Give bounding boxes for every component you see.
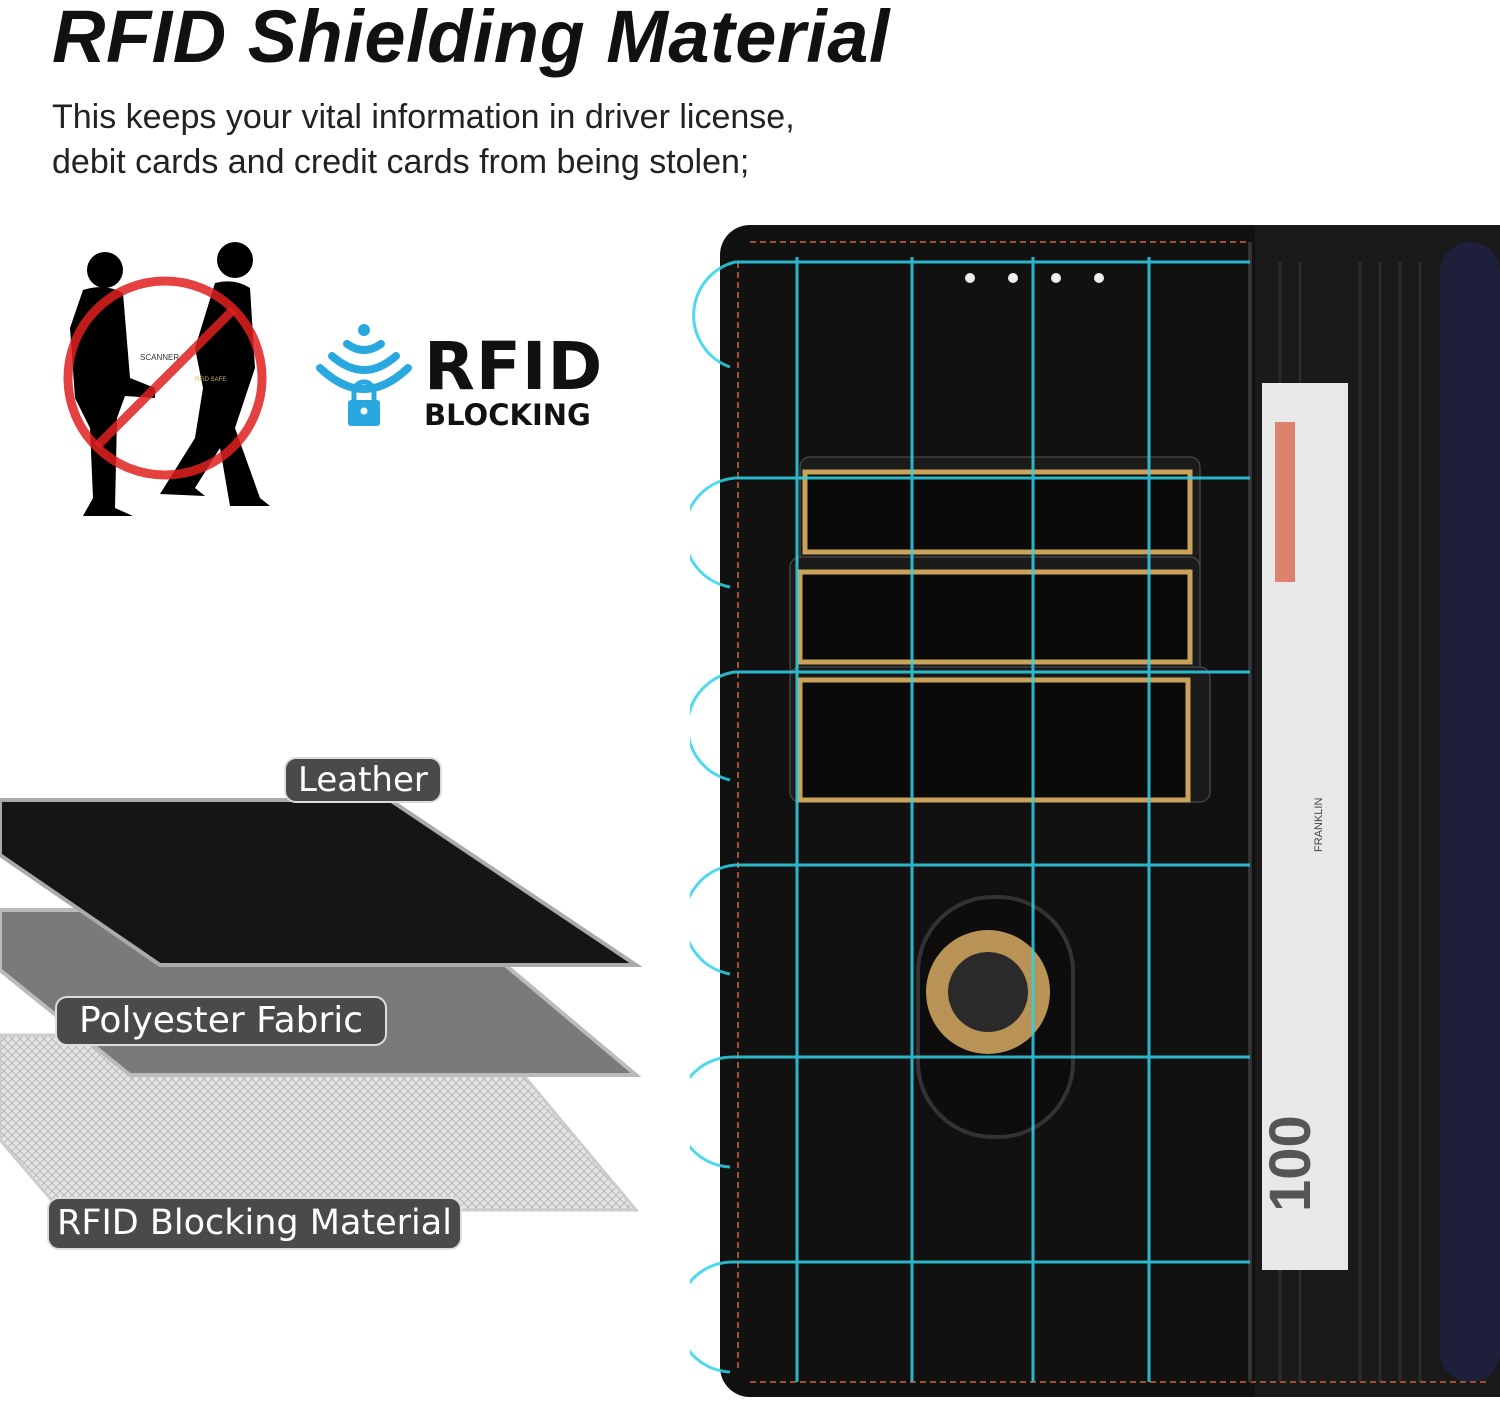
no-skimming-illustration: SCANNER RFID SAFE [63,242,270,516]
page-title: RFID Shielding Material [52,0,890,78]
rfid-logo-text: RFID [424,328,604,405]
rfid-safe-badge: RFID SAFE [195,377,226,383]
wallet-photo: 100 FRANKLIN [690,225,1500,1397]
layer-label-rfid-material: RFID Blocking Material [47,1197,462,1250]
rfid-logo-subtext: BLOCKING [424,398,591,432]
layer-label-leather: Leather [284,757,442,803]
card-slots [789,456,1211,803]
shield-grid [690,257,1250,1382]
rfid-lock-icon [316,324,412,426]
banknote-denomination: 100 [1258,1115,1323,1212]
layer-label-polyester: Polyester Fabric [55,996,388,1046]
subtitle-line-1: This keeps your vital information in dri… [52,98,795,136]
banknote-name: FRANKLIN [1313,798,1325,852]
subtitle-line-2: debit cards and credit cards from being … [52,143,750,181]
scanner-label: SCANNER [140,353,179,362]
